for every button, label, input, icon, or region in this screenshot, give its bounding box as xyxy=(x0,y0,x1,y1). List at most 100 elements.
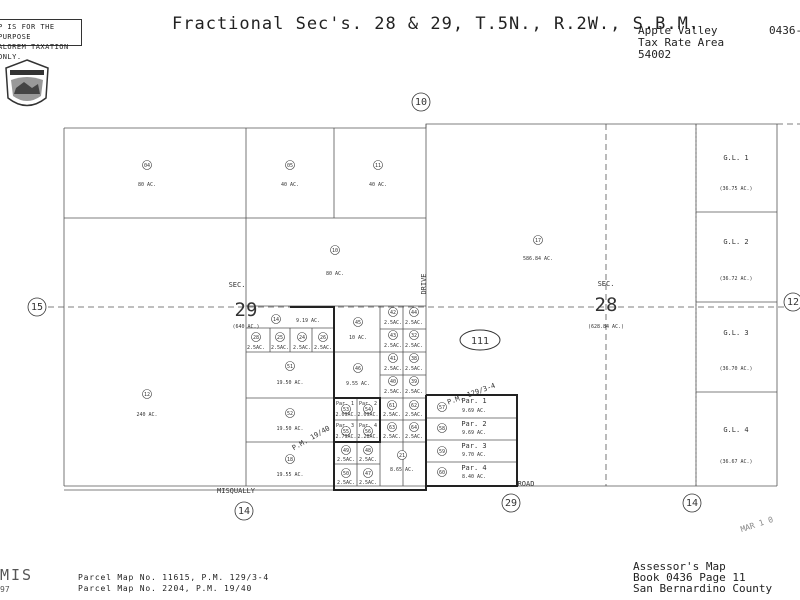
parcel-50-acreage: 2.5AC. xyxy=(337,480,355,486)
parcel-43-number[interactable]: 43 xyxy=(390,333,396,339)
parcel-44-circle xyxy=(409,307,419,317)
parcel-58-circle xyxy=(437,423,447,433)
parcel-04-number[interactable]: 04 xyxy=(144,163,150,169)
parcel-44-number[interactable]: 44 xyxy=(411,310,417,316)
parcel-11-acreage: 40 AC. xyxy=(369,182,387,188)
parcel-47-acreage: 2.5AC. xyxy=(359,480,377,486)
parcel-53-acreage: 2.09AC. xyxy=(335,412,356,418)
parcel-21-number[interactable]: 21 xyxy=(399,453,405,459)
sec-29-acres: (640 AC.) xyxy=(232,324,259,330)
parcel-42-acreage: 2.5AC. xyxy=(384,320,402,326)
gl-3-acres: (36.70 AC.) xyxy=(719,366,752,372)
parcel-05-circle xyxy=(285,160,295,170)
parcel-55-number[interactable]: 55 xyxy=(343,429,349,435)
parcel-56-number[interactable]: 56 xyxy=(365,429,371,435)
parcel-47-number[interactable]: 47 xyxy=(365,471,371,477)
parcel-42-circle xyxy=(388,307,398,317)
parcel-61-number[interactable]: 61 xyxy=(389,403,395,409)
parcel-32-acreage: 2.5AC. xyxy=(405,343,423,349)
ref-circle-south-west: 14 xyxy=(238,506,250,517)
notice-line-1: P IS FOR THE PURPOSE xyxy=(0,23,55,41)
parcel-18-circle xyxy=(285,454,295,464)
parcel-32-number[interactable]: 32 xyxy=(411,333,417,339)
notice-line-2: ALOREM TAXATION ONLY. xyxy=(0,43,69,61)
parcel-52-acreage: 19.50 AC. xyxy=(276,426,303,432)
parcel-59-number[interactable]: 59 xyxy=(439,449,445,455)
taxation-notice-box: P IS FOR THE PURPOSE ALOREM TAXATION ONL… xyxy=(0,19,82,61)
parcel-21-acreage: 8.65 AC. xyxy=(390,467,414,473)
parcel-38-number[interactable]: 38 xyxy=(411,356,417,362)
par-3-label-28: Par. 3 xyxy=(461,442,486,450)
parcel-10-circle xyxy=(330,245,340,255)
parcel-41-number[interactable]: 41 xyxy=(390,356,396,362)
parcel-63-number[interactable]: 63 xyxy=(389,425,395,431)
parcel-60-number[interactable]: 60 xyxy=(439,470,445,476)
parcel-05-number[interactable]: 05 xyxy=(287,163,293,169)
parcel-61-acreage: 2.5AC. xyxy=(383,412,401,418)
parcel-52-number[interactable]: 52 xyxy=(287,411,293,417)
parcel-25-circle xyxy=(275,332,285,342)
par-1-label: Par. 1 xyxy=(336,401,354,407)
parcel-24-number[interactable]: 24 xyxy=(299,335,305,341)
parcel-51-number[interactable]: 51 xyxy=(287,364,293,370)
parcel-25-acreage: 2.5AC. xyxy=(271,345,289,351)
parcel-28-number[interactable]: 28 xyxy=(253,335,259,341)
parcel-38-circle xyxy=(409,353,419,363)
parcel-54-number[interactable]: 54 xyxy=(365,407,371,413)
parcel-44-acreage: 2.5AC. xyxy=(405,320,423,326)
sec-28-acres: (628.84 AC.) xyxy=(588,324,624,330)
parcel-48-number[interactable]: 48 xyxy=(365,448,371,454)
parcel-17-number[interactable]: 17 xyxy=(535,238,541,244)
parcel-55-circle xyxy=(341,426,351,436)
parcel-46-number[interactable]: 46 xyxy=(355,366,361,372)
parcel-12-number[interactable]: 12 xyxy=(144,392,150,398)
assessor-line-3: San Bernardino County xyxy=(633,582,773,595)
road-label-road: ROAD xyxy=(518,480,535,488)
parcel-49-number[interactable]: 49 xyxy=(343,448,349,454)
sec-28-number: 28 xyxy=(595,294,618,316)
ref-circle-south: 29 xyxy=(505,498,517,509)
tra-line-1: Apple Valley xyxy=(638,24,718,37)
parcel-39-number[interactable]: 39 xyxy=(411,379,417,385)
par-1-label-28: Par. 1 xyxy=(461,397,486,405)
parcel-51-acreage: 19.50 AC. xyxy=(276,380,303,386)
parcel-18-acreage: 19.55 AC. xyxy=(276,472,303,478)
parcel-62-number[interactable]: 62 xyxy=(411,403,417,409)
parcel-28-circle xyxy=(251,332,261,342)
gl-2-acres: (36.72 AC.) xyxy=(719,276,752,282)
parcel-map-boundary xyxy=(290,306,518,491)
parcel-57-number[interactable]: 57 xyxy=(439,405,445,411)
parcel-45-acreage: 10 AC. xyxy=(349,335,367,341)
parcel-58-number[interactable]: 58 xyxy=(439,426,445,432)
parcel-14-number[interactable]: 14 xyxy=(273,317,279,323)
parcel-64-number[interactable]: 64 xyxy=(411,425,417,431)
sec-29-number: 29 xyxy=(235,299,258,321)
parcel-56-acreage: 2.28AC. xyxy=(357,434,378,440)
book-number-oval xyxy=(459,329,501,351)
parcel-53-number[interactable]: 53 xyxy=(343,407,349,413)
parcel-24-circle xyxy=(297,332,307,342)
parcel-60-circle xyxy=(437,467,447,477)
parcel-63-acreage: 2.5AC. xyxy=(383,434,401,440)
north-section-line xyxy=(64,123,777,129)
ref-circle-east: 12 xyxy=(787,297,799,308)
parcel-25-number[interactable]: 25 xyxy=(277,335,283,341)
map-number: 0436- xyxy=(769,24,800,37)
parcel-50-number[interactable]: 50 xyxy=(343,471,349,477)
parcel-17-acreage: 586.84 AC. xyxy=(523,256,553,262)
gl-3-name: G.L. 3 xyxy=(723,329,748,337)
parcel-10-number[interactable]: 10 xyxy=(332,248,338,254)
parcel-49-acreage: 2.5AC. xyxy=(337,457,355,463)
parcel-45-number[interactable]: 45 xyxy=(355,320,361,326)
parcel-42-number[interactable]: 42 xyxy=(390,310,396,316)
parcel-11-number[interactable]: 11 xyxy=(375,163,381,169)
par-3-label: Par. 3 xyxy=(336,423,354,429)
parcel-52-circle xyxy=(285,408,295,418)
parcel-40-number[interactable]: 40 xyxy=(390,379,396,385)
mis-mark: MIS xyxy=(0,566,34,584)
parcel-26-number[interactable]: 26 xyxy=(320,335,326,341)
parcel-18-number[interactable]: 18 xyxy=(287,457,293,463)
parcel-21-circle xyxy=(397,450,407,460)
parcel-54-acreage: 2.09AC. xyxy=(357,412,378,418)
